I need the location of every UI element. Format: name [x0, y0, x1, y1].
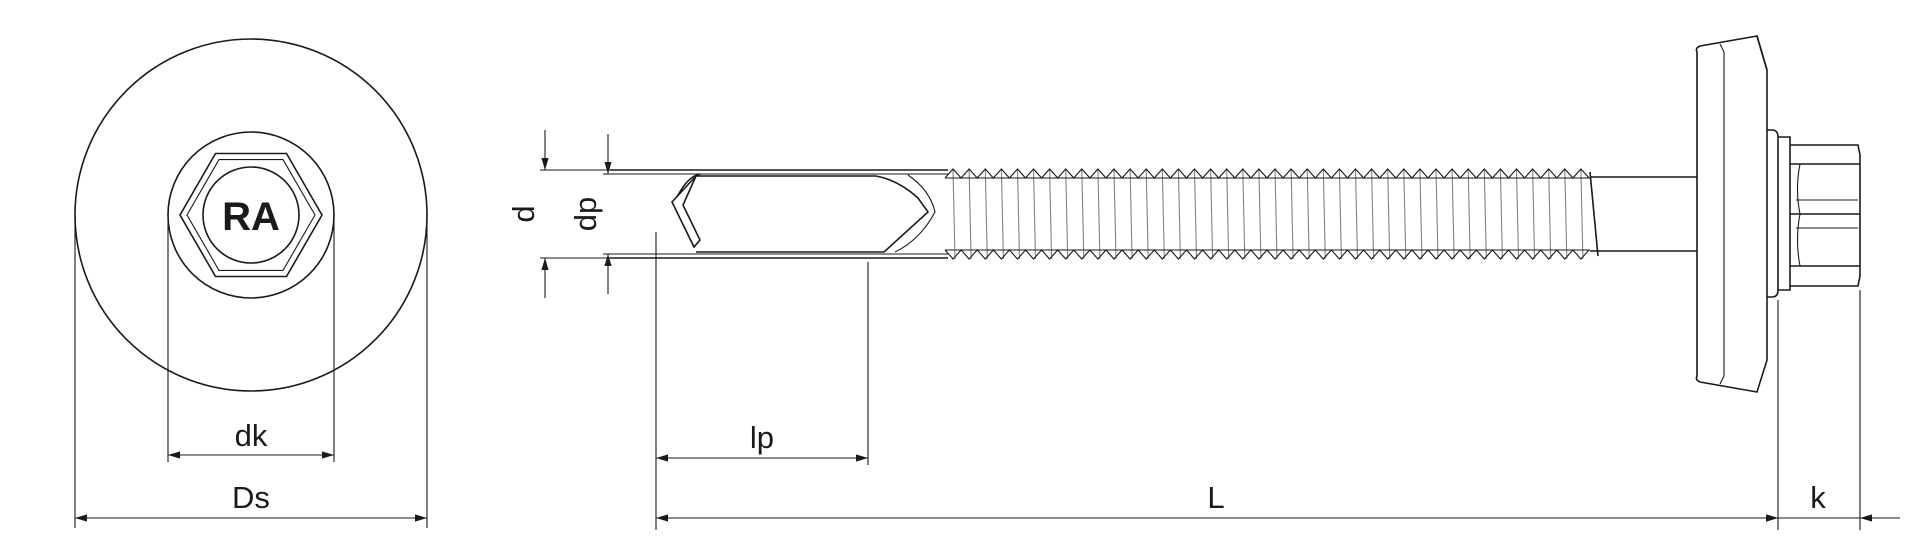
dim-dp: dp	[568, 134, 672, 294]
head-marking-text: RA	[222, 195, 280, 239]
dim-d: d	[506, 130, 640, 298]
dim-label-dp: dp	[568, 197, 603, 231]
drill-point	[671, 175, 701, 249]
hex-inner-outline	[186, 159, 316, 271]
dim-label-ds: Ds	[232, 480, 270, 515]
pilot-shank	[610, 169, 948, 259]
dim-dk: dk	[167, 220, 335, 462]
screw-side-view	[610, 35, 1861, 393]
head-face-circle	[202, 166, 300, 264]
plain-shank	[1589, 171, 1697, 257]
hex-flange-head	[1767, 129, 1861, 298]
dim-ds: Ds	[74, 215, 428, 528]
dim-label-k: k	[1810, 480, 1826, 515]
dim-k: k	[1730, 290, 1900, 530]
head-top-view: RA	[74, 38, 428, 392]
dim-label-d: d	[506, 205, 541, 222]
dim-l: L	[656, 300, 1779, 530]
flange-circle	[167, 131, 335, 299]
dim-label-dk: dk	[235, 418, 268, 453]
thread-section	[944, 168, 1590, 260]
dim-label-lp: lp	[750, 420, 774, 455]
sealing-washer	[1695, 35, 1768, 393]
dim-label-l: L	[1207, 480, 1224, 515]
hex-outer-outline	[179, 152, 323, 278]
dim-lp: lp	[655, 232, 869, 530]
